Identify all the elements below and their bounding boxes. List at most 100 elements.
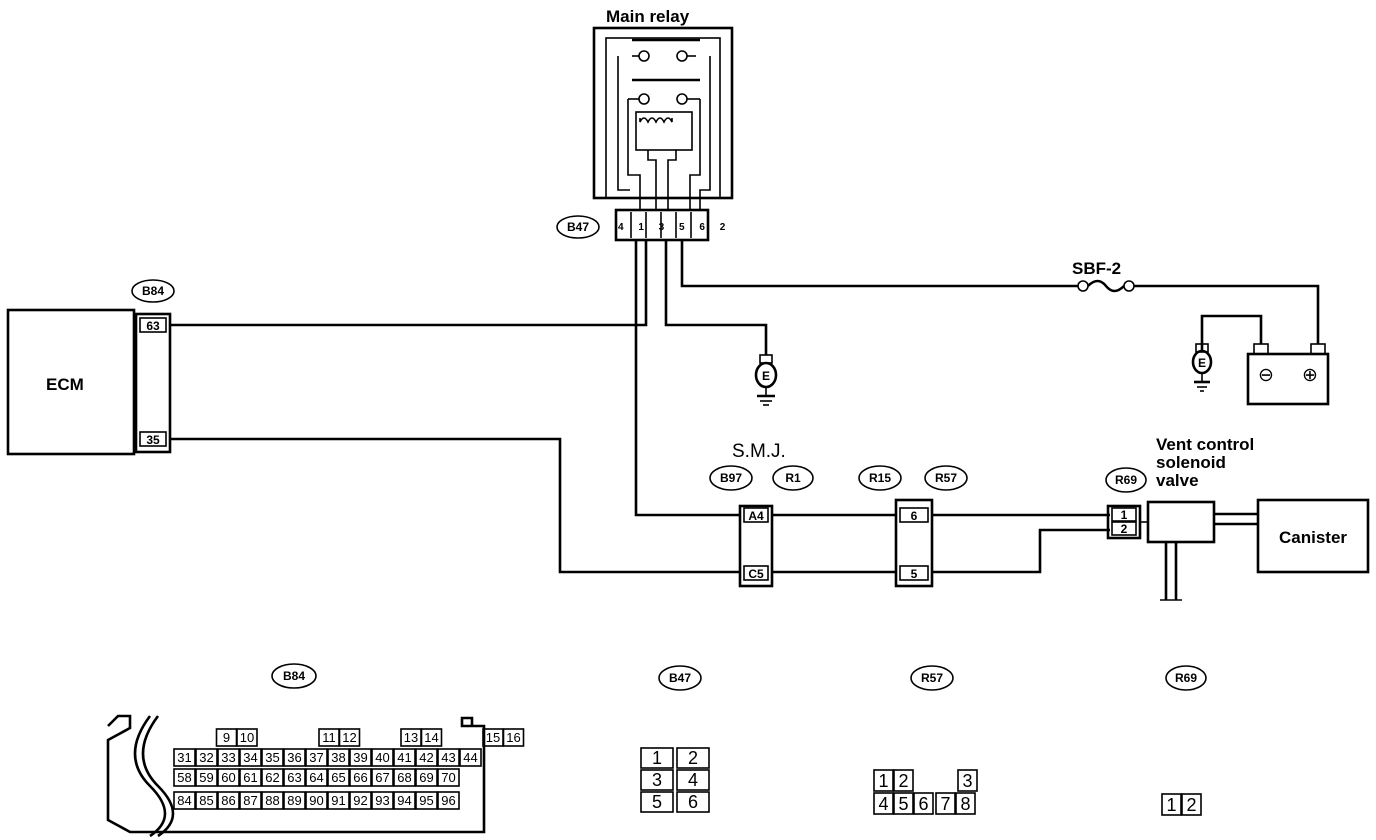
svg-text:E: E [1198,356,1206,370]
pin-number: 63 [287,770,301,785]
fuse-label: SBF-2 [1072,259,1121,278]
pin-number: 4 [688,770,698,790]
pin-cell [371,768,394,787]
canister: Canister [1256,498,1370,574]
b47-pin-numbers: 4 1 3 5 6 2 [618,222,731,233]
svg-text:63: 63 [146,319,160,333]
pin-cell [676,769,710,791]
pin-number: 32 [199,750,213,765]
svg-text:B84: B84 [283,669,305,683]
svg-text:R15: R15 [869,471,891,485]
pin-cell [261,791,284,810]
smj-joint-connector: S.M.J. A4 C5 [732,441,786,588]
pin-cell [873,792,894,815]
svg-text:R69: R69 [1175,671,1197,685]
battery-plus-icon: ⊕ [1302,365,1318,386]
wire-fuse-to-battery [1134,284,1320,344]
pin-number: 8 [960,794,970,814]
pin-number: 15 [486,730,500,745]
pin-cell [239,748,262,767]
pin-cell [502,728,525,747]
svg-text:B84: B84 [142,284,164,298]
pin-number: 60 [221,770,235,785]
pin-cell [640,791,674,813]
pin-number: 90 [309,793,323,808]
wire-battery-to-earth [1200,314,1263,350]
pin-number: 66 [353,770,367,785]
pin-cell [437,791,460,810]
pin-cell [459,748,482,767]
pin-number: 42 [419,750,433,765]
pin-cell [1161,793,1182,816]
pin-number: 88 [265,793,279,808]
ecm: ECM 63 35 [6,308,172,456]
pin-number: 2 [898,771,908,791]
pin-cell [420,728,443,747]
pin-number: 34 [243,750,257,765]
valve-label-1: Vent control [1156,435,1254,454]
svg-text:B47: B47 [567,220,589,234]
wire-r57-to-valve-2 [932,528,1110,574]
battery-minus-icon: ⊖ [1258,365,1274,386]
pin-cell [327,748,350,767]
tag-r69: R69 [1105,467,1147,493]
ecm-connector-b84 [134,312,172,454]
pin-number: 14 [424,730,438,745]
pin-cell [640,769,674,791]
pin-number: 10 [240,730,254,745]
pin-cell [195,791,218,810]
pin-number: 5 [652,792,662,812]
tag-r1: R1 [772,465,814,491]
svg-text:R57: R57 [935,471,957,485]
pin-cell [349,768,372,787]
pin-number: 92 [353,793,367,808]
wire-relay-to-ecm-63 [170,240,648,327]
pin-number: 94 [397,793,411,808]
pin-number: 1 [1166,795,1176,815]
pin-number: 4 [878,794,888,814]
main-relay-housing [592,26,734,200]
wire-relay-to-earth [664,240,768,355]
pin-number: 43 [441,750,455,765]
pin-number: 39 [353,750,367,765]
pin-cell [437,768,460,787]
pin-cell [873,769,894,792]
pin-cell [217,748,240,767]
pin-cell [239,791,262,810]
vent-control-solenoid-valve: Vent control solenoid valve 1 2 [1106,435,1258,601]
tag-b84: B84 [131,279,175,303]
pin-cell [261,768,284,787]
tag-b97: B97 [709,465,753,491]
pin-cell [893,769,914,792]
pin-cell [327,768,350,787]
pin-cell [415,768,438,787]
pin-cell [338,728,361,747]
pin-number: 31 [177,750,191,765]
pin-cell [437,748,460,767]
wire-relay-to-smj-a4 [634,240,740,517]
pin-number: 86 [221,793,235,808]
pin-cell [955,792,976,815]
pin-cell [349,791,372,810]
pin-cell [305,748,328,767]
pin-number: 62 [265,770,279,785]
pin-number: 41 [397,750,411,765]
pin-cell [305,791,328,810]
pin-cell [283,748,306,767]
wire-relay-to-fuse [680,240,1078,288]
pin-number: 1 [652,748,662,768]
pin-number: 6 [688,792,698,812]
svg-text:R1: R1 [785,471,801,485]
pin-cell [935,792,956,815]
svg-text:E: E [762,369,770,383]
valve-label-2: solenoid [1156,453,1226,472]
battery: ⊖ ⊕ [1246,343,1330,406]
pin-number: 3 [962,771,972,791]
pin-number: 64 [309,770,323,785]
pin-cell [415,748,438,767]
pin-number: 33 [221,750,235,765]
pin-cell [283,791,306,810]
